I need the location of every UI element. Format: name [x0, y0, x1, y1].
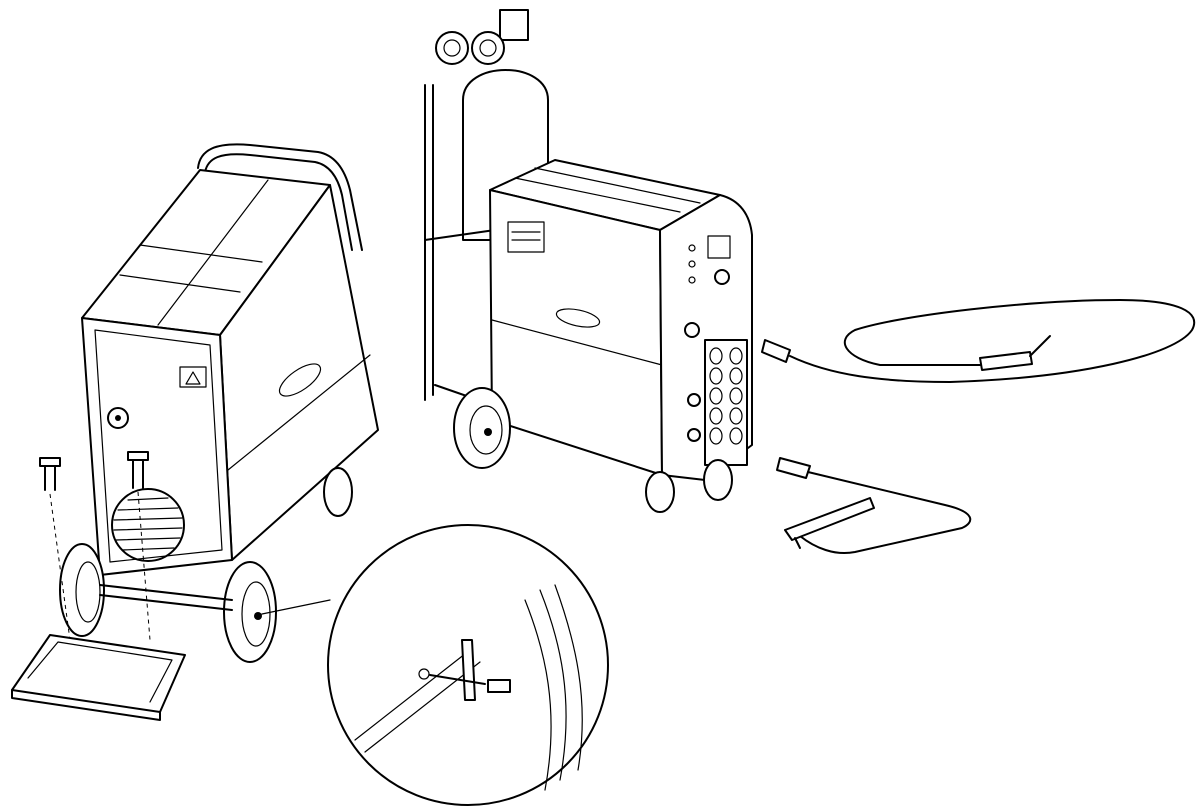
cylinder-tray — [11, 634, 186, 721]
front-wheels — [453, 387, 733, 513]
earth-clamp — [784, 497, 875, 549]
connector-panel — [709, 347, 743, 445]
detail-circle — [327, 524, 609, 806]
warning-triangle-icon — [179, 366, 207, 388]
rear-wheel-left — [59, 543, 105, 637]
welder-rear-view — [59, 143, 379, 663]
earth-cable — [776, 457, 972, 554]
torch-cable — [761, 299, 1196, 383]
rear-wheel-right — [223, 561, 277, 663]
welder-front-view — [489, 159, 753, 481]
wheel-bolt — [39, 451, 151, 641]
fan-grille — [111, 488, 185, 562]
